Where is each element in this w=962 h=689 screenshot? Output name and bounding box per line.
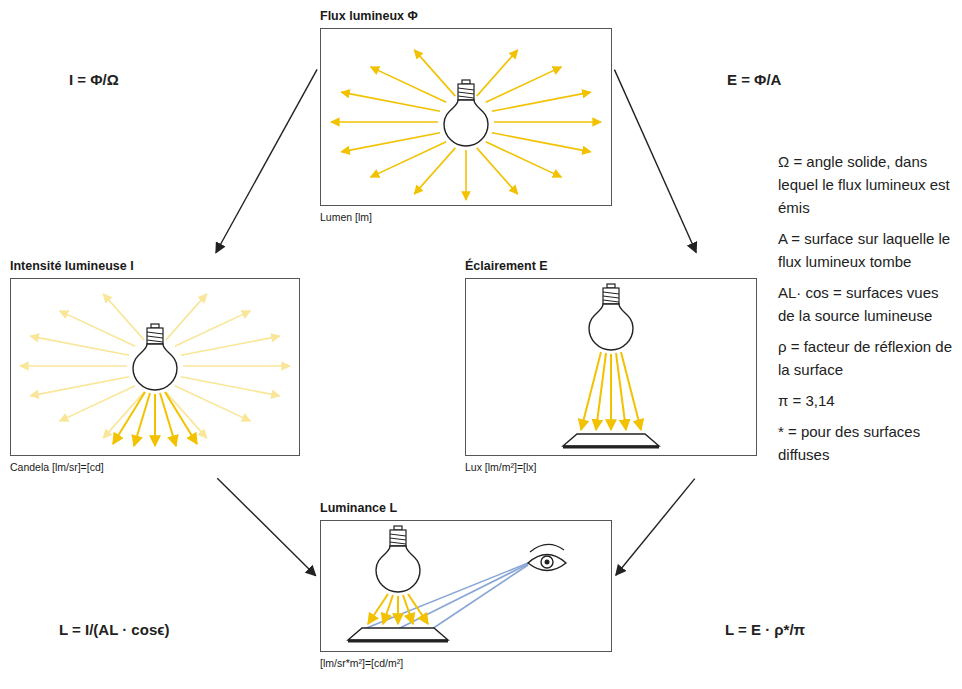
flux-illustration xyxy=(331,50,601,200)
illustration-panel: Éclairement E Lux [lm/m²]=[lx] xyxy=(465,258,757,474)
formula-label: L = I/(AL · cosϵ) xyxy=(56,620,172,640)
illustration-panel: Flux lumineux Φ Lumen [lm] xyxy=(320,8,612,224)
legend-note: AL· cos = surfaces vues de la source lum… xyxy=(778,281,958,327)
unit-label: Lumen [lm] xyxy=(320,210,612,224)
legend-note: π = 3,14 xyxy=(778,389,958,412)
illuminance-illustration xyxy=(563,284,659,447)
bulb-icon xyxy=(444,80,488,146)
formula-label: I = Φ/Ω xyxy=(66,70,122,90)
luminance-illustration xyxy=(348,526,566,641)
panel-heading: Flux lumineux Φ xyxy=(320,8,612,24)
unit-label: Lux [lm/m²]=[lx] xyxy=(465,460,757,474)
surface-base xyxy=(563,446,659,449)
bulb-icon xyxy=(133,324,177,390)
panel-heading: Intensité lumineuse I xyxy=(10,258,300,274)
direction-rays xyxy=(581,352,641,430)
formula-label: E = Φ/A xyxy=(724,70,784,90)
surface-base xyxy=(348,640,448,643)
light-rays xyxy=(331,50,601,200)
legend-note: A = surface sur laquelle le flux lumineu… xyxy=(778,227,958,273)
panel-frame xyxy=(320,520,612,652)
bulb-icon xyxy=(589,284,633,350)
legend-note: Ω = angle solide, dans lequel le flux lu… xyxy=(778,150,958,219)
panel-heading: Éclairement E xyxy=(465,258,757,274)
legend-note: * = pour des surfaces diffuses xyxy=(778,420,958,466)
panel-frame xyxy=(320,28,612,206)
bulb-icon xyxy=(376,526,420,592)
eye-icon xyxy=(528,544,566,570)
lit-surface xyxy=(563,434,659,446)
formula-arrow xyxy=(217,478,315,575)
lit-surface xyxy=(348,628,448,640)
legend-note: ρ = facteur de réflexion de la surface xyxy=(778,335,958,381)
formula-arrow xyxy=(216,69,317,252)
intensity-illustration xyxy=(20,294,290,446)
direction-rays xyxy=(113,392,197,446)
formula-arrow xyxy=(616,479,695,576)
illustration-panel: Luminance L [lm/sr*m²]=[cd/m²] xyxy=(320,500,612,670)
formula-label: L = E · ρ*/π xyxy=(722,620,808,640)
panel-frame xyxy=(10,278,300,456)
panel-heading: Luminance L xyxy=(320,500,612,516)
unit-label: [lm/sr*m²]=[cd/m²] xyxy=(320,656,612,670)
unit-label: Candela [lm/sr]=[cd] xyxy=(10,460,300,474)
formula-arrow xyxy=(614,70,696,253)
panel-frame xyxy=(465,278,757,456)
illustration-panel: Intensité lumineuse I Candela [lm/sr]=[cd… xyxy=(10,258,300,474)
direction-rays xyxy=(368,594,428,624)
